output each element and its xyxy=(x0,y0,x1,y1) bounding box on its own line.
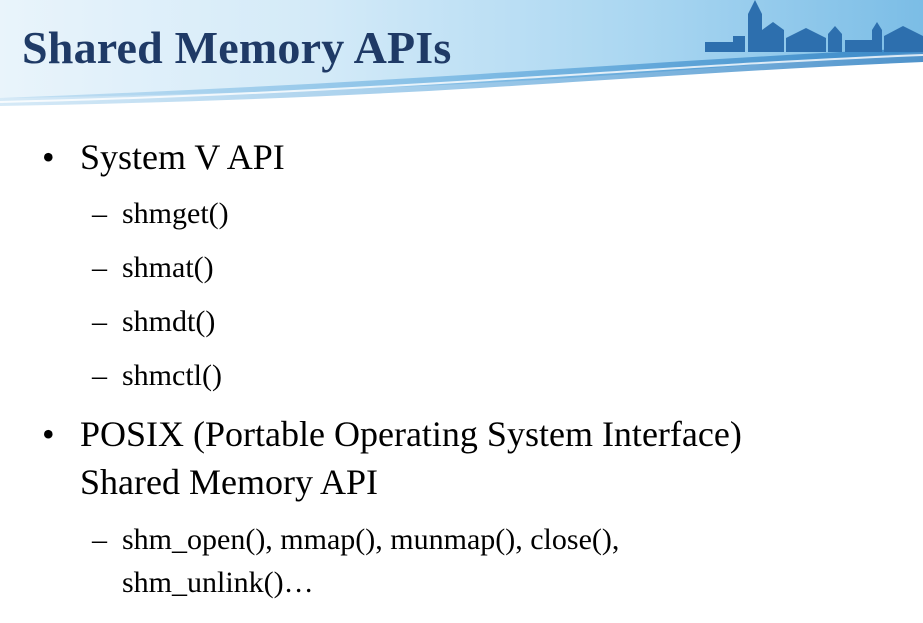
bullet-text-line1: POSIX (Portable Operating System Interfa… xyxy=(80,414,742,454)
bullet-text: System V API xyxy=(80,137,285,177)
subitem-marker: – xyxy=(92,359,107,392)
subitem-text: shmdt() xyxy=(122,305,216,338)
subitem-text: shmctl() xyxy=(122,359,222,392)
subitem-marker: – xyxy=(92,305,107,338)
skyline-icon xyxy=(705,0,923,52)
subitem-marker: – xyxy=(92,197,107,230)
bullet-marker: • xyxy=(42,137,55,177)
subitem-text: shmget() xyxy=(122,197,229,230)
subitem-marker: – xyxy=(92,523,107,556)
bullet-text-line2: Shared Memory API xyxy=(80,462,378,502)
header-wave-graphic xyxy=(0,0,923,106)
slide-title: Shared Memory APIs xyxy=(22,22,452,73)
subitem-text-line1: shm_open(), mmap(), munmap(), close(), xyxy=(122,523,620,556)
subitem-marker: – xyxy=(92,251,107,284)
subitem-text: shmat() xyxy=(122,251,214,284)
subitem-text-line2: shm_unlink()… xyxy=(122,566,314,599)
header-banner xyxy=(0,0,923,110)
bullet-marker: • xyxy=(42,414,55,454)
